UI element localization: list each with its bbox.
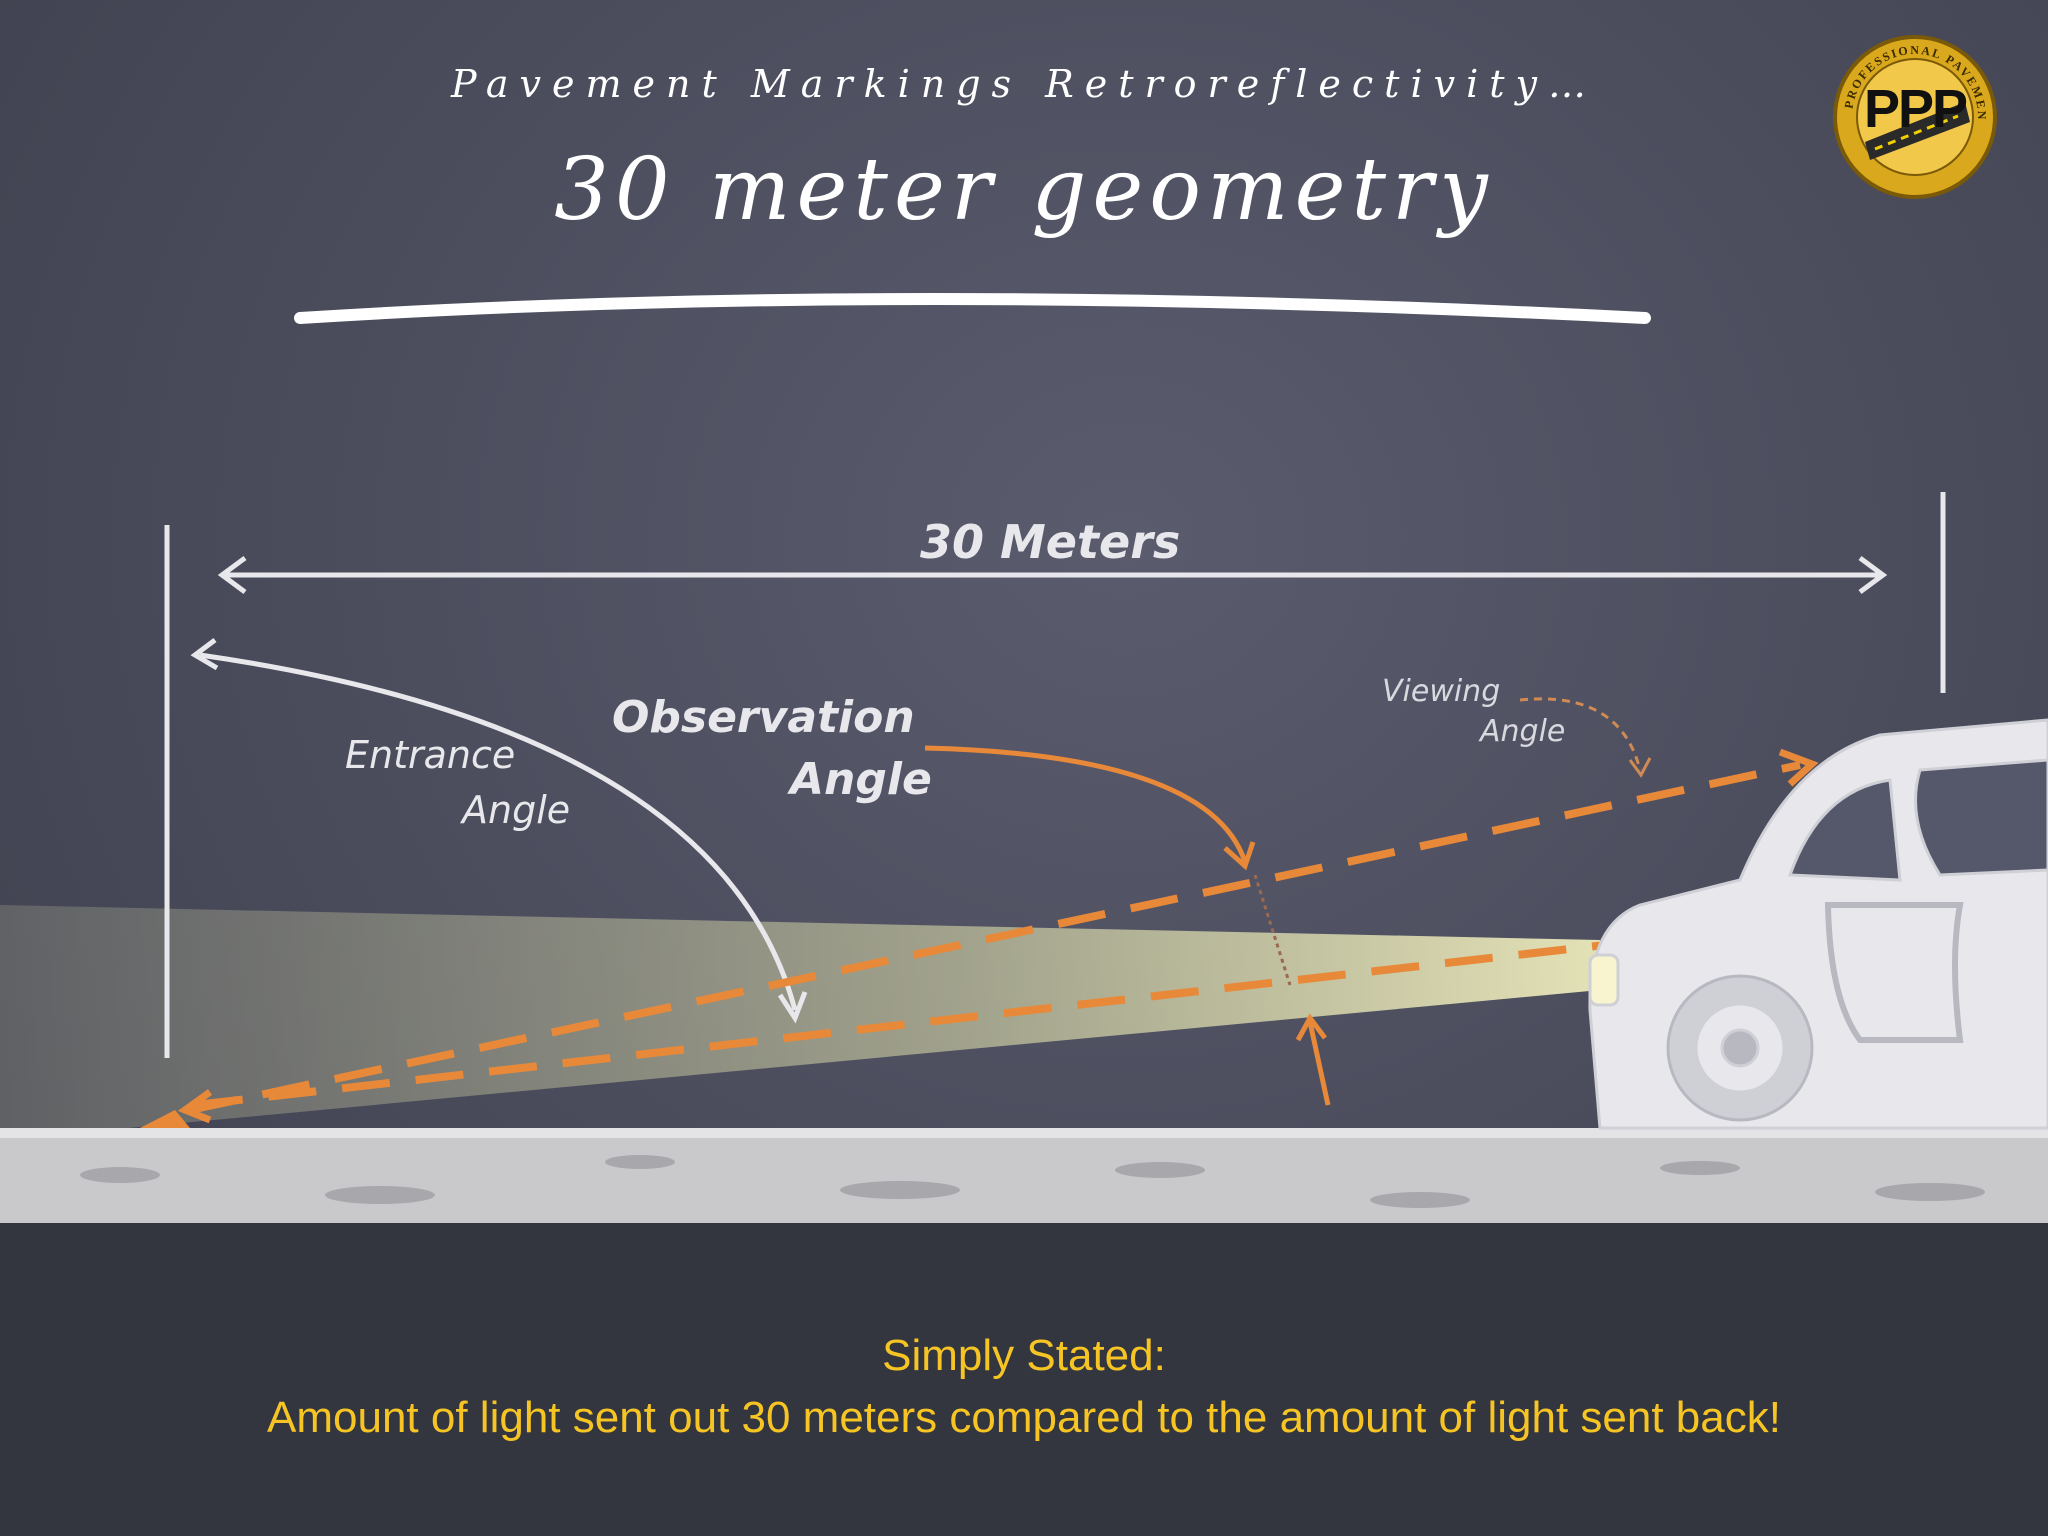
entrance-light-ray — [194, 941, 1606, 1109]
car-icon — [1588, 718, 2048, 1130]
viewing-angle-label-line1: Viewing — [1382, 674, 1501, 709]
road-texture — [80, 1155, 1985, 1208]
observation-angle-arrow — [924, 745, 1248, 863]
entrance-angle-label-line2: Angle — [462, 788, 571, 832]
viewing-angle-label-line2: Angle — [1480, 714, 1566, 749]
title-underline — [294, 293, 1651, 324]
headlight-beam — [0, 905, 1600, 1140]
caption-body: Amount of light sent out 30 meters compa… — [267, 1393, 1781, 1442]
caption-heading: Simply Stated: — [882, 1331, 1166, 1380]
caption: Simply Stated: Amount of light sent out … — [0, 1325, 2048, 1449]
pavement-marking — [140, 1110, 190, 1128]
road-surface — [0, 1128, 2048, 1223]
company-logo: PROFESSIONAL PAVEMENT PPP — [1825, 21, 2000, 202]
slide-title: 30 meter geometry — [554, 140, 1494, 240]
observation-angle-label-line2: Angle — [790, 754, 932, 805]
entrance-angle-arrow — [199, 652, 798, 1011]
return-light-ray — [189, 761, 1801, 1114]
logo-seal-icon: PROFESSIONAL PAVEMENT — [1825, 21, 1997, 199]
viewing-angle-arrow — [1519, 697, 1642, 771]
logo-initials: PPP — [1863, 79, 1968, 139]
slide-subtitle: Pavement Markings Retroreflectivity… — [451, 62, 1597, 106]
beam-indicator-arrow — [1307, 1021, 1331, 1106]
entrance-angle-label-line1: Entrance — [345, 733, 516, 777]
distance-label: 30 Meters — [920, 515, 1181, 569]
observation-angle-label-line1: Observation — [612, 692, 915, 743]
